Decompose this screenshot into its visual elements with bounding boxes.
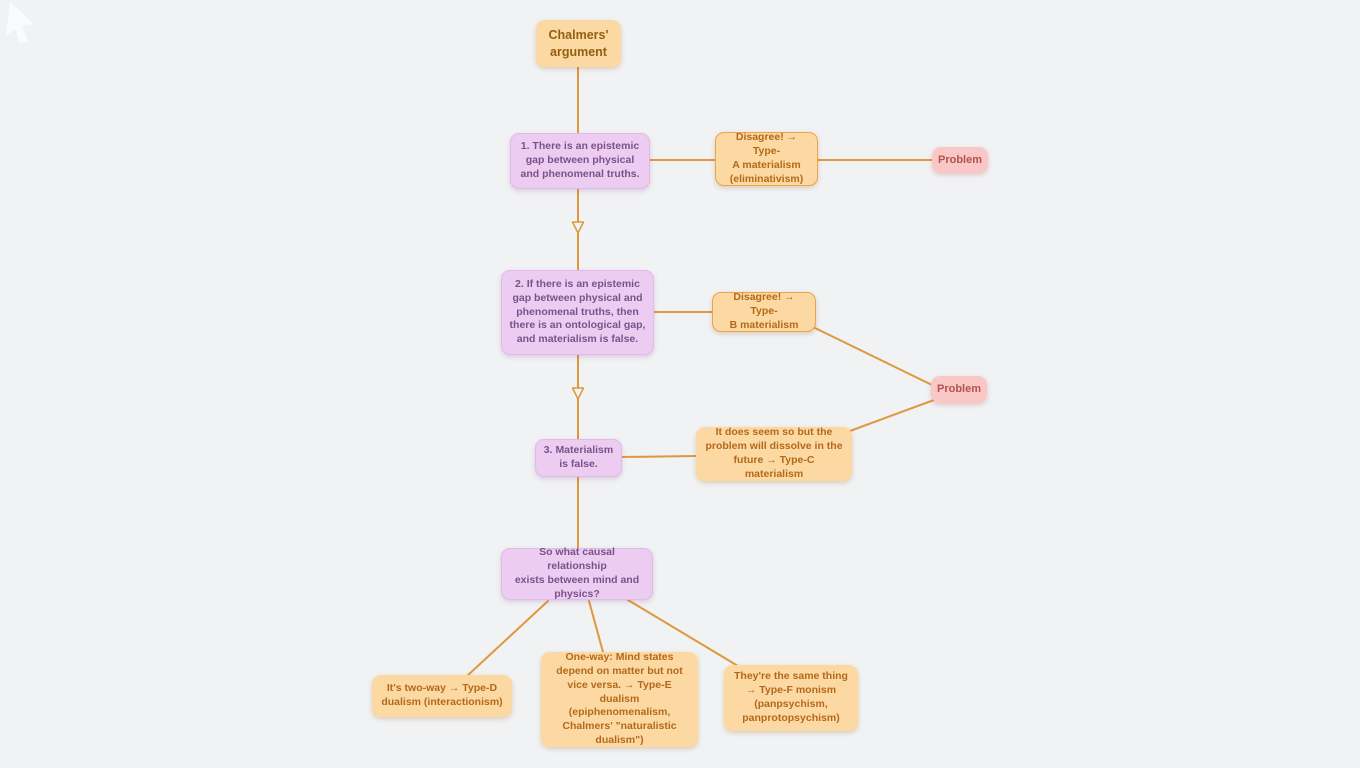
node-question-causal-relationship[interactable]: So what causal relationship exists betwe… bbox=[501, 546, 653, 600]
node-type-e-dualism[interactable]: One-way: Mind states depend on matter bu… bbox=[541, 651, 698, 747]
node-type-f-monism[interactable]: They're the same thing → Type-F monism (… bbox=[724, 665, 858, 731]
node-type-a-materialism[interactable]: Disagree! → Type- A materialism (elimina… bbox=[715, 131, 818, 186]
edge-question-typeD bbox=[466, 600, 549, 677]
edge-typeB-problem2 bbox=[814, 327, 933, 386]
edge-conclusion-typeC bbox=[621, 455, 697, 458]
node-type-d-dualism[interactable]: It's two-way → Type-D dualism (interacti… bbox=[372, 675, 512, 717]
node-premise-1-epistemic-gap[interactable]: 1. There is an epistemic gap between phy… bbox=[510, 133, 650, 189]
node-problem-2[interactable]: Problem bbox=[931, 376, 987, 403]
edge-typeC-problem2 bbox=[849, 399, 935, 432]
node-problem-1[interactable]: Problem bbox=[932, 147, 988, 173]
arrowhead-down-icon bbox=[571, 221, 585, 234]
mouse-cursor-icon bbox=[6, 2, 34, 44]
edge-question-typeE bbox=[588, 600, 604, 653]
node-type-c-materialism[interactable]: It does seem so but the problem will dis… bbox=[696, 426, 852, 481]
node-premise-2-ontological-gap[interactable]: 2. If there is an epistemic gap between … bbox=[501, 270, 654, 355]
node-chalmers-argument[interactable]: Chalmers' argument bbox=[536, 20, 621, 67]
node-type-b-materialism[interactable]: Disagree! → Type- B materialism bbox=[712, 291, 816, 332]
node-conclusion-materialism-false[interactable]: 3. Materialism is false. bbox=[535, 439, 622, 477]
arrowhead-down-icon bbox=[571, 387, 585, 400]
